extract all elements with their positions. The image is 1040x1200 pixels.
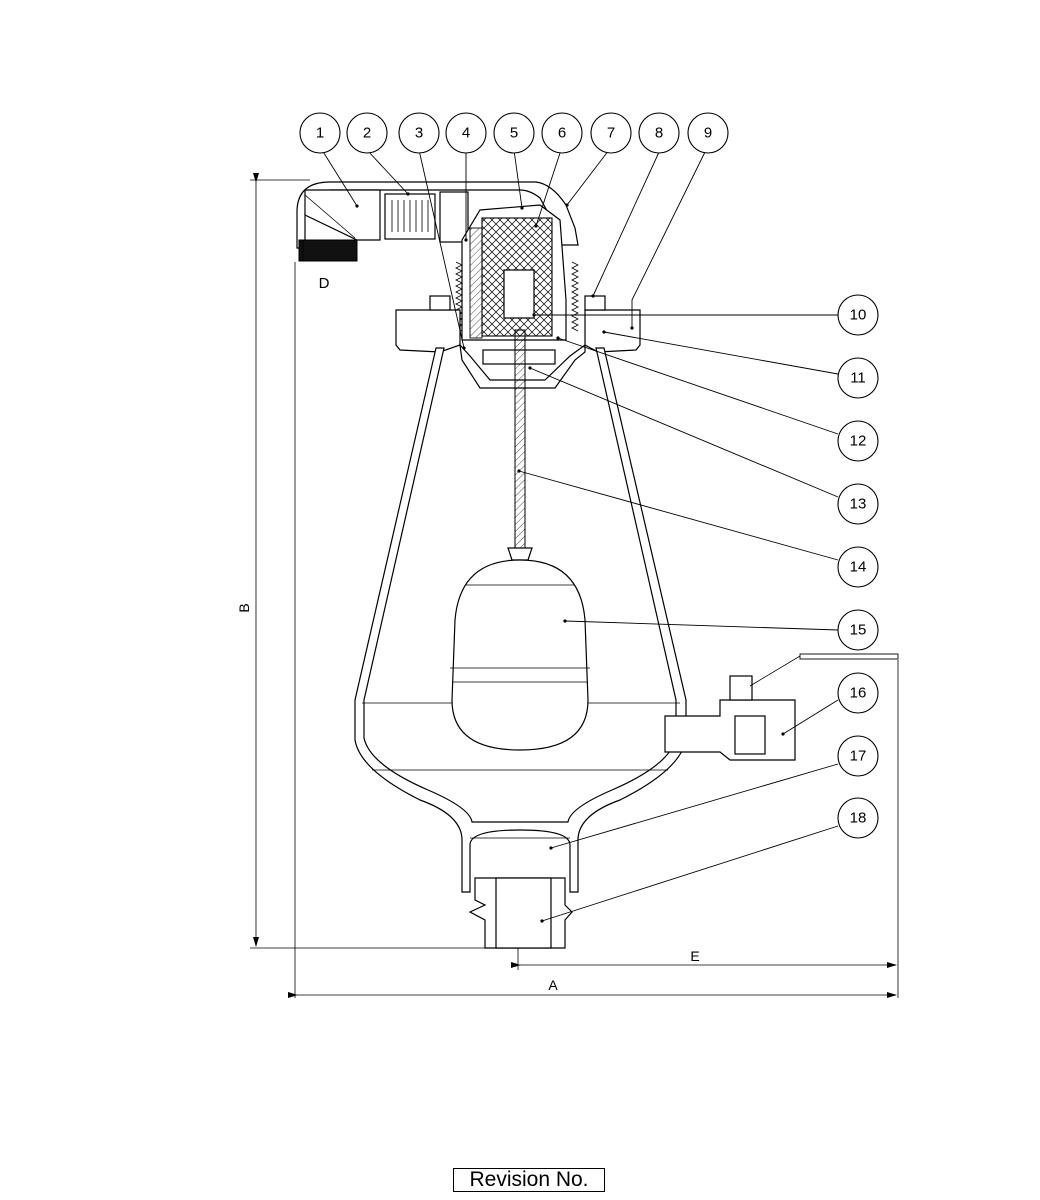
balloon-4: 4 [445,112,487,154]
balloon-1: 1 [299,112,341,154]
balloon-16: 16 [837,672,879,714]
svg-text:6: 6 [558,125,566,142]
svg-text:4: 4 [462,125,470,142]
svg-text:18: 18 [850,810,867,827]
svg-text:11: 11 [850,370,866,387]
svg-text:3: 3 [415,125,423,142]
svg-text:2: 2 [363,125,371,142]
threaded-collar [455,261,579,332]
svg-text:9: 9 [704,125,712,142]
balloon-10: 10 [837,294,879,336]
balloon-3: 3 [398,112,440,154]
balloon-15: 15 [837,609,879,651]
dim-label-b: B [236,603,252,612]
svg-text:12: 12 [850,433,867,450]
balloon-8: 8 [638,112,680,154]
balloon-14: 14 [837,546,879,588]
balloon-9: 9 [687,112,729,154]
balloon-18: 18 [837,797,879,839]
balloon-6: 6 [541,112,583,154]
part-balloons: 1 2 3 4 5 6 7 8 9 10 11 12 13 14 15 16 1… [299,112,879,839]
float-ball [451,559,589,751]
dim-label-a: A [548,977,558,993]
leader-lines [321,149,839,923]
svg-text:1: 1 [316,125,324,142]
balloon-11: 11 [837,357,879,399]
svg-text:5: 5 [510,125,518,142]
svg-text:7: 7 [607,125,615,142]
dimensions: A E B D [236,173,899,998]
svg-text:8: 8 [655,125,663,142]
valve-assembly [296,181,899,949]
outlet-thread [298,239,358,262]
balloon-5: 5 [493,112,535,154]
revision-number-box: Revision No. [453,1168,605,1192]
svg-text:17: 17 [850,748,867,765]
balloon-2: 2 [346,112,388,154]
small-orifice-body [304,189,381,241]
balloon-7: 7 [590,112,632,154]
conical-body [354,347,687,893]
svg-text:13: 13 [850,496,867,513]
balloon-13: 13 [837,483,879,525]
balloon-12: 12 [837,420,879,462]
dim-label-d: D [319,275,330,292]
body-neck [459,343,586,389]
svg-text:10: 10 [850,307,867,324]
stem [514,329,526,551]
svg-text:15: 15 [850,622,867,639]
dim-label-e: E [690,948,699,964]
balloon-17: 17 [837,735,879,777]
svg-text:14: 14 [850,559,867,576]
svg-text:16: 16 [850,685,867,702]
